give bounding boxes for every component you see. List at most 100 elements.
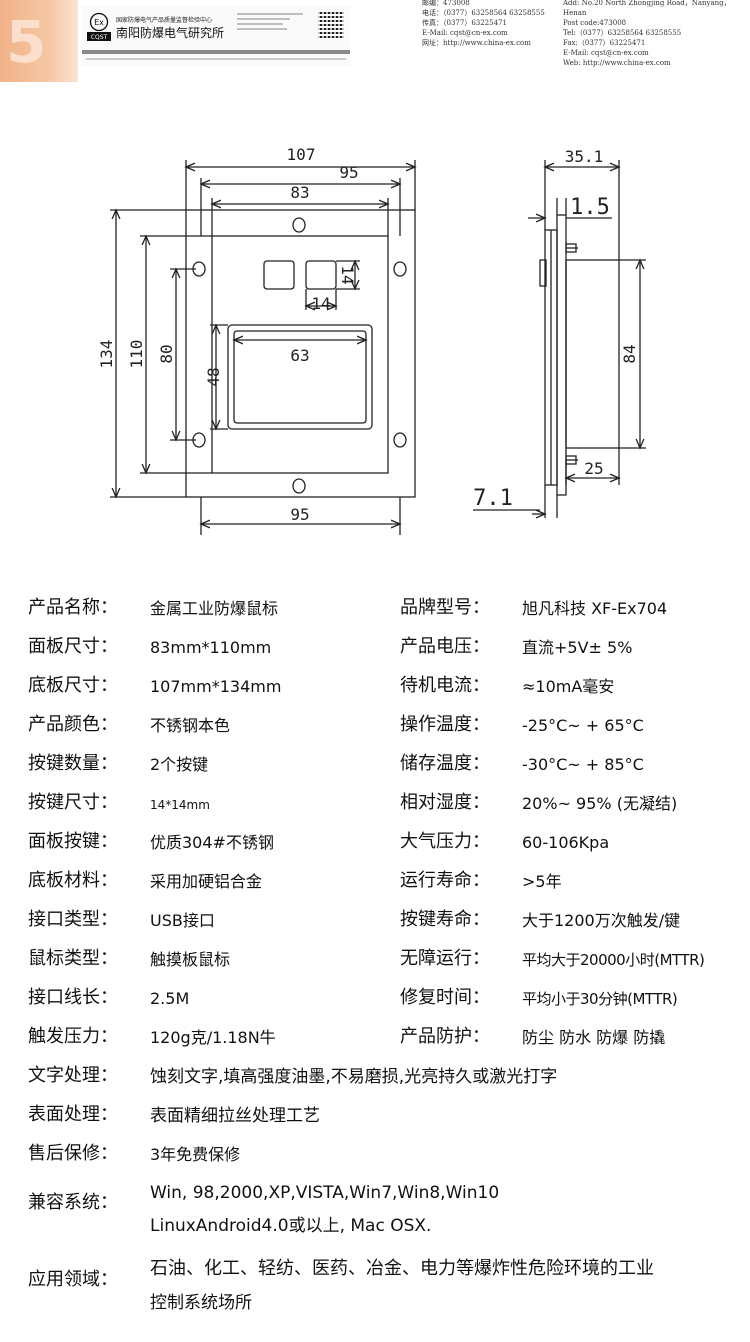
spec-row: 待机电流：: [400, 675, 490, 696]
dim-35-1: 35.1: [565, 147, 604, 166]
spec-row: 按键寿命：: [400, 909, 490, 930]
dim-button-height: 14: [338, 265, 357, 284]
spec-value: 控制系统场所: [150, 1293, 252, 1313]
institution-name: 南阳防爆电气研究所: [116, 26, 225, 40]
institution-cn-title: 国家防爆电气产品质量监督检验中心: [116, 17, 213, 24]
spec-value: LinuxAndroid4.0或以上, Mac OSX.: [150, 1216, 432, 1236]
left-button-outline: [263, 260, 295, 290]
spec-row: 接口线长：: [28, 987, 118, 1008]
spec-value: >5年: [522, 872, 562, 891]
spec-row: 品牌型号：: [400, 597, 490, 618]
spec-row: 应用领域：: [28, 1269, 118, 1290]
drawing-svg: 107 95 83 14 14 134 110 80 63 48 95: [97, 145, 646, 535]
spec-value: 3年免费保修: [150, 1145, 241, 1164]
spec-value: 2.5M: [150, 989, 190, 1008]
mount-hole-top: [292, 217, 306, 233]
mount-hole-right-top: [393, 261, 407, 277]
spec-value: -30°C~ + 85°C: [522, 755, 644, 774]
dim-107: 107: [287, 145, 316, 164]
spec-row: 修复时间：: [400, 987, 490, 1008]
spec-row: 产品名称：: [28, 597, 118, 618]
spec-row: 兼容系统：: [28, 1192, 118, 1213]
spec-row: 产品防护：: [400, 1026, 490, 1047]
spec-value: 平均大于20000小时(MTTR): [522, 951, 705, 969]
spec-row: 产品颜色：: [28, 714, 118, 735]
dim-63: 63: [290, 346, 309, 365]
spec-row: 接口类型：: [28, 909, 118, 930]
spec-row: 面板尺寸：: [28, 636, 118, 657]
spec-row: 产品电压：: [400, 636, 490, 657]
spec-row: 文字处理：: [28, 1065, 118, 1086]
spec-value: 60-106Kpa: [522, 833, 610, 852]
spec-row: 无障运行：: [400, 948, 490, 969]
spec-value: 平均小于30分钟(MTTR): [522, 990, 678, 1008]
svg-text:CQST: CQST: [91, 34, 108, 41]
spec-value: USB接口: [150, 911, 215, 930]
dim-95-top: 95: [339, 163, 358, 182]
dim-134: 134: [97, 340, 116, 369]
spec-row: 按键数量：: [28, 753, 118, 774]
spec-value: 14*14mm: [150, 798, 210, 812]
spec-value: 旭凡科技 XF-Ex704: [522, 599, 668, 618]
dim-1-5: 1.5: [570, 195, 610, 220]
spec-value: 2个按键: [150, 755, 209, 774]
spec-value: 蚀刻文字,填高强度油墨,不易磨损,光亮持久或激光打字: [150, 1067, 558, 1087]
spec-value: 防尘 防水 防爆 防撬: [522, 1028, 666, 1047]
side-button: [539, 259, 547, 287]
spec-value: ≈10mA毫安: [522, 677, 615, 696]
mount-hole-bottom: [292, 478, 306, 494]
base-plate-outline: [185, 209, 416, 498]
spec-value: 20%~ 95% (无凝结): [522, 794, 678, 813]
spec-row: 储存温度：: [400, 753, 490, 774]
dim-80: 80: [157, 344, 176, 363]
side-dimension-labels: 35.1 1.5 84 25 7.1: [473, 147, 639, 511]
spec-value: 金属工业防爆鼠标: [150, 599, 279, 618]
spec-value: 触摸板鼠标: [150, 950, 231, 969]
spec-row: 表面处理：: [28, 1104, 118, 1125]
dim-button-width: 14: [311, 294, 330, 313]
letterhead-rule: [82, 50, 350, 54]
front-dimension-labels: 107 95 83 14 14 134 110 80 63 48 95: [97, 145, 359, 524]
spec-value: 83mm*110mm: [150, 638, 272, 657]
spec-value: -25°C~ + 65°C: [522, 716, 644, 735]
ex-cqst-logo-icon: Ex CQST: [87, 12, 111, 41]
spec-row: 大气压力：: [400, 831, 490, 852]
spec-row: 操作温度：: [400, 714, 490, 735]
side-body: [565, 259, 620, 449]
dim-95-bottom: 95: [290, 505, 309, 524]
dim-25: 25: [584, 459, 603, 478]
dim-7-1: 7.1: [473, 486, 513, 511]
certificate-letterhead: Ex CQST 国家防爆电气产品质量监督检验中心 南阳防爆电气研究所: [82, 6, 350, 66]
spec-value: 优质304#不锈钢: [150, 833, 274, 852]
spec-value: 表面精细拉丝处理工艺: [150, 1106, 320, 1126]
spec-value: 120g克/1.18N牛: [150, 1028, 276, 1047]
svg-text:Ex: Ex: [94, 18, 104, 27]
side-panel: [556, 214, 567, 496]
front-view: [110, 160, 415, 535]
right-button-outline: [305, 260, 337, 290]
spec-row: 按键尺寸：: [28, 792, 118, 813]
spec-row: 售后保修：: [28, 1143, 118, 1164]
dim-48: 48: [204, 367, 223, 386]
contact-en-column: Add: No.20 North Zhongjing Road，Nanyang，…: [563, 0, 731, 67]
dim-84: 84: [620, 344, 639, 363]
spec-value: 采用加硬铝合金: [150, 872, 263, 891]
spec-value: 直流+5V± 5%: [522, 638, 633, 657]
technical-drawings: 107 95 83 14 14 134 110 80 63 48 95: [0, 140, 750, 540]
side-view: [473, 160, 646, 518]
spec-value: 不锈钢本色: [150, 716, 231, 735]
spec-value: 石油、化工、轻纺、医药、冶金、电力等爆炸性危险环境的工业: [150, 1258, 654, 1279]
spec-row: 运行寿命：: [400, 870, 490, 891]
touchpad-outer: [227, 324, 373, 430]
spec-row: 底板尺寸：: [28, 675, 118, 696]
spec-row: 相对湿度：: [400, 792, 490, 813]
orange-banner-fragment: 5: [0, 0, 78, 82]
dim-83: 83: [290, 183, 309, 202]
letterhead-note-line: [86, 58, 346, 60]
letterhead-address-block: [237, 13, 303, 41]
spec-row: 鼠标类型：: [28, 948, 118, 969]
contact-info-block: 邮编：473008 电话：（0377）63258564 63258555 传真：…: [420, 0, 750, 70]
certificate-header: 5 Ex CQST 国家防爆电气产品质量监督检验中心 南阳防爆电气研究所 邮编：…: [0, 0, 750, 82]
dim-110: 110: [127, 340, 146, 369]
spec-value: Win, 98,2000,XP,VISTA,Win7,Win8,Win10: [150, 1183, 500, 1203]
